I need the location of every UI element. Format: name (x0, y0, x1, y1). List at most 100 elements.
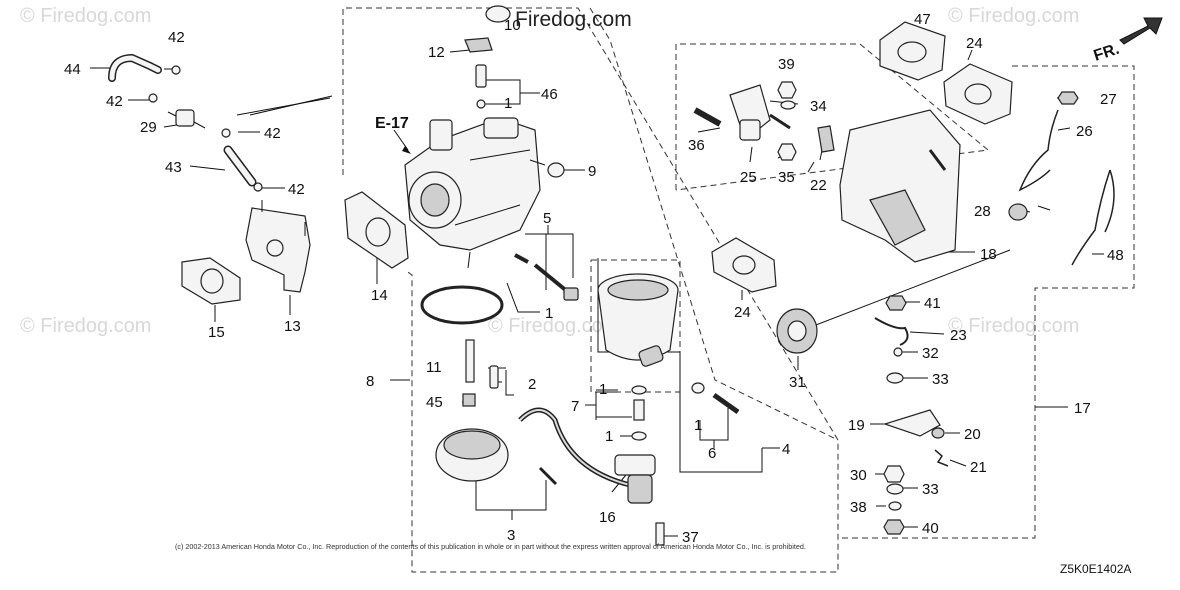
label-47: 47 (914, 11, 931, 28)
label-42: 42 (288, 181, 305, 198)
carburetor-group-boundary (342, 7, 839, 573)
float-bowl (597, 273, 679, 367)
carburetor-body (404, 117, 541, 269)
screw-20 (931, 427, 945, 439)
washer-1 (631, 431, 647, 441)
label-26: 26 (1076, 123, 1093, 140)
watermark: © Firedog.com (20, 315, 151, 337)
label-19: 19 (848, 417, 865, 434)
lever-19 (883, 409, 941, 437)
label-11: 11 (426, 359, 442, 376)
throttle-lever-25 (729, 84, 791, 142)
label-27: 27 (1100, 91, 1117, 108)
label-15: 15 (208, 324, 225, 341)
label-4: 4 (782, 441, 790, 458)
label-13: 13 (284, 318, 301, 335)
cap-10 (485, 5, 511, 23)
label-8: 8 (366, 373, 374, 390)
label-35: 35 (778, 169, 795, 186)
label-1: 1 (504, 95, 512, 112)
watermarks: © Firedog.com © Firedog.com © Firedog.co… (20, 5, 1079, 337)
washer-1 (476, 99, 486, 109)
label-39: 39 (778, 56, 795, 73)
nut-35 (777, 143, 797, 161)
spring-26 (1018, 109, 1059, 192)
washer-38 (888, 501, 902, 511)
label-42: 42 (168, 29, 185, 46)
watermark: © Firedog.com (948, 315, 1079, 337)
screw-46 (475, 64, 487, 88)
label-14: 14 (371, 287, 388, 304)
label-24: 24 (734, 304, 751, 321)
label-33: 33 (932, 371, 949, 388)
governor-group-boundary (838, 65, 1135, 539)
label-37: 37 (682, 529, 699, 546)
watermark: © Firedog.com (20, 5, 151, 27)
plate-12 (464, 37, 493, 53)
label-28: 28 (974, 203, 991, 220)
fuel-filter-29 (175, 109, 195, 127)
diagonal-divider (589, 7, 839, 441)
label-20: 20 (964, 426, 981, 443)
clip-42 (148, 93, 158, 103)
nut-27 (1057, 91, 1079, 105)
label-44: 44 (64, 61, 81, 78)
diagram-code: Z5K0E1402A (1060, 562, 1131, 576)
nut-40 (883, 519, 905, 535)
jet-45 (462, 393, 476, 407)
label-6: 6 (708, 445, 716, 462)
label-21: 21 (970, 459, 987, 476)
washer-1 (691, 382, 705, 394)
clip-22 (817, 125, 835, 153)
nut-28 (1008, 203, 1028, 221)
label-43: 43 (165, 159, 182, 176)
label-17: 17 (1074, 400, 1091, 417)
spring-23 (874, 317, 909, 346)
label-9: 9 (588, 163, 596, 180)
washer-32 (893, 347, 903, 357)
main-jet-11 (465, 339, 475, 383)
watermark-top: Firedog.com (515, 8, 632, 31)
front-direction-label: FR. (1092, 41, 1122, 65)
label-34: 34 (810, 98, 827, 115)
label-3: 3 (507, 527, 515, 544)
drain-screw-6 (712, 392, 740, 415)
washer-33 (886, 483, 904, 495)
reference-e17: E-17 (375, 115, 409, 132)
label-16: 16 (599, 509, 616, 526)
copyright-notice: (c) 2002-2013 American Honda Motor Co., … (175, 542, 806, 551)
nut-39 (777, 81, 797, 99)
bolt-7 (633, 399, 645, 421)
label-40: 40 (922, 520, 939, 537)
float-3 (435, 428, 558, 486)
label-1: 1 (605, 428, 613, 445)
control-base-18 (839, 109, 961, 263)
solenoid-16 (518, 407, 656, 504)
label-36: 36 (688, 137, 705, 154)
bolt-36 (693, 107, 722, 127)
o-ring-1 (420, 285, 504, 325)
parts (108, 5, 1163, 546)
screw-9 (547, 162, 565, 178)
clip-42 (171, 65, 181, 75)
label-22: 22 (810, 177, 827, 194)
label-1: 1 (545, 305, 553, 322)
front-arrow-icon (1119, 17, 1163, 45)
leader-lines (90, 32, 1104, 537)
label-25: 25 (740, 169, 757, 186)
washer-34 (780, 100, 796, 110)
spring-48 (1071, 169, 1115, 266)
washer-33 (886, 372, 904, 384)
label-41: 41 (924, 295, 941, 312)
label-42: 42 (264, 125, 281, 142)
clip-42 (221, 128, 231, 138)
label-18: 18 (980, 246, 997, 263)
label-32: 32 (922, 345, 939, 362)
label-1: 1 (694, 417, 702, 434)
label-12: 12 (428, 44, 445, 61)
bolt-37 (655, 522, 665, 546)
label-42: 42 (106, 93, 123, 110)
label-1: 1 (599, 381, 607, 398)
label-31: 31 (789, 374, 806, 391)
label-7: 7 (571, 398, 579, 415)
